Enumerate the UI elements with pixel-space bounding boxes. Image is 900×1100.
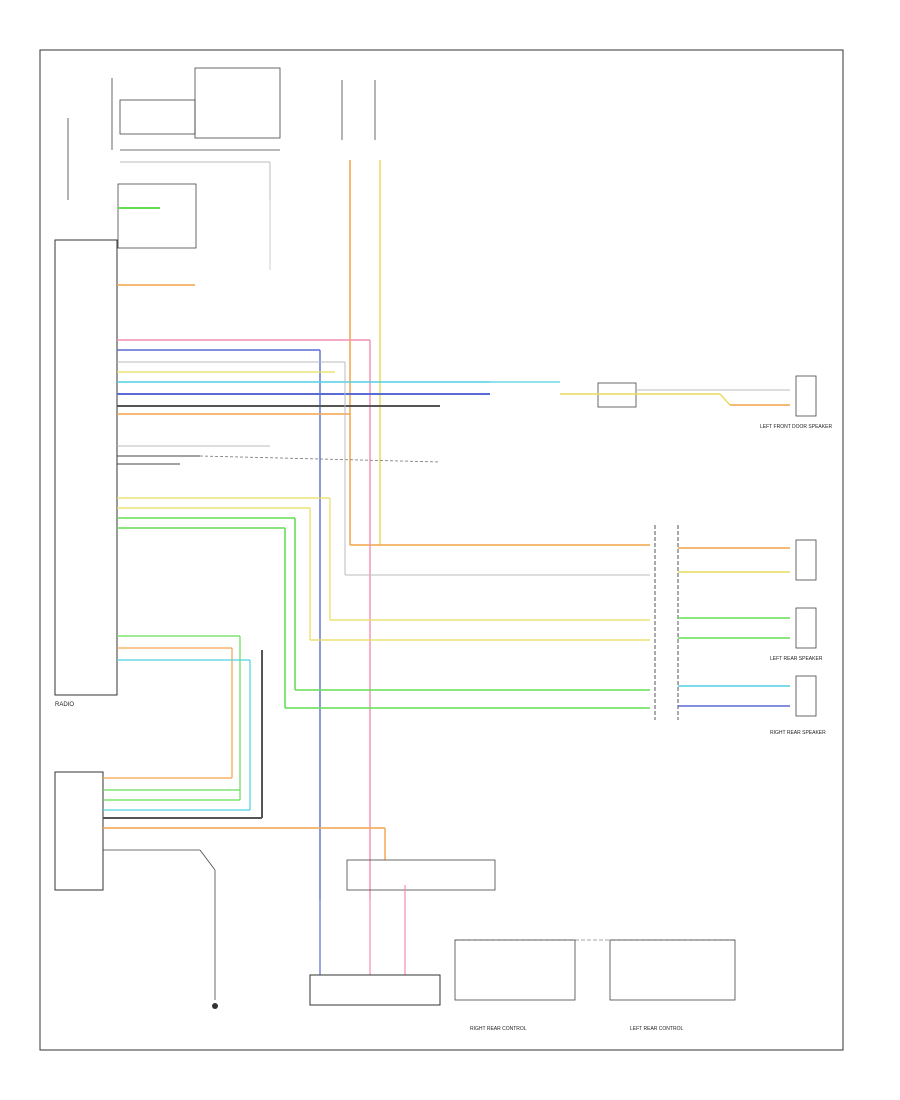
radio-output-wires <box>117 284 650 900</box>
bottom-control-modules: RIGHT REAR CONTROL LEFT REAR CONTROL <box>309 859 736 1032</box>
left-rear-speaker-icon <box>795 607 817 649</box>
right-rear-speaker-label: RIGHT REAR SPEAKER <box>770 730 826 736</box>
diagram-frame <box>39 49 844 1051</box>
left-front-door-speaker-icon <box>795 375 817 417</box>
left-rear-control-label: LEFT REAR CONTROL <box>630 1026 683 1032</box>
top-center-power-feeds <box>341 80 650 546</box>
left-front-door-speaker-path: LEFT FRONT DOOR SPEAKER <box>490 375 832 430</box>
radio-module: RADIO <box>54 239 118 708</box>
radio-label: RADIO <box>55 702 74 708</box>
left-front-door-speaker-label: LEFT FRONT DOOR SPEAKER <box>760 424 832 430</box>
ground-module <box>103 849 218 1009</box>
right-rear-control-label: RIGHT REAR CONTROL <box>470 1026 527 1032</box>
right-speaker-outputs: LEFT REAR SPEAKER RIGHT REAR SPEAKER <box>678 539 826 736</box>
right-rear-speaker-icon <box>795 675 817 717</box>
left-rear-speaker-label: LEFT REAR SPEAKER <box>770 656 823 662</box>
right-front-door-speaker-icon <box>795 539 817 581</box>
amplifier-module <box>654 525 679 720</box>
top-left-switch-cluster <box>67 67 281 270</box>
antenna-module <box>54 635 386 891</box>
